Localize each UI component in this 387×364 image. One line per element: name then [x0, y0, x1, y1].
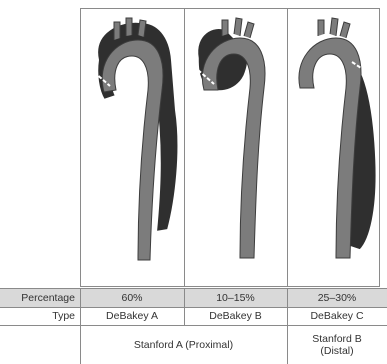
arch-branches-c — [318, 18, 350, 38]
table-col-rule-2 — [184, 288, 185, 325]
stanford-a-proximal: Stanford A (Proximal) — [80, 325, 287, 364]
percentage-debakey-a: 60% — [80, 289, 184, 307]
row-label-type: Type — [0, 307, 80, 325]
table-col-rule-3 — [287, 288, 288, 364]
table-rule-row2 — [0, 325, 387, 326]
table-rule-row1 — [0, 307, 387, 308]
aorta-panel-debakey-c — [299, 18, 376, 258]
aorta-panel-debakey-a — [94, 18, 178, 260]
table-col-rule-1 — [80, 288, 81, 364]
type-debakey-a: DeBakey A — [80, 307, 184, 325]
table-rule-top — [0, 288, 387, 289]
row-label-percentage: Percentage — [0, 289, 80, 307]
stanford-b-line1: Stanford B — [312, 333, 362, 345]
percentage-debakey-c: 25–30% — [287, 289, 387, 307]
stanford-b-distal: Stanford B (Distal) — [287, 325, 387, 364]
aorta-panel-debakey-b — [197, 18, 265, 258]
stanford-b-line2: (Distal) — [320, 345, 353, 357]
percentage-debakey-b: 10–15% — [184, 289, 287, 307]
type-debakey-c: DeBakey C — [287, 307, 387, 325]
true-lumen-type-a — [102, 40, 163, 260]
type-debakey-b: DeBakey B — [184, 307, 287, 325]
aortic-dissection-illustration — [0, 0, 387, 290]
